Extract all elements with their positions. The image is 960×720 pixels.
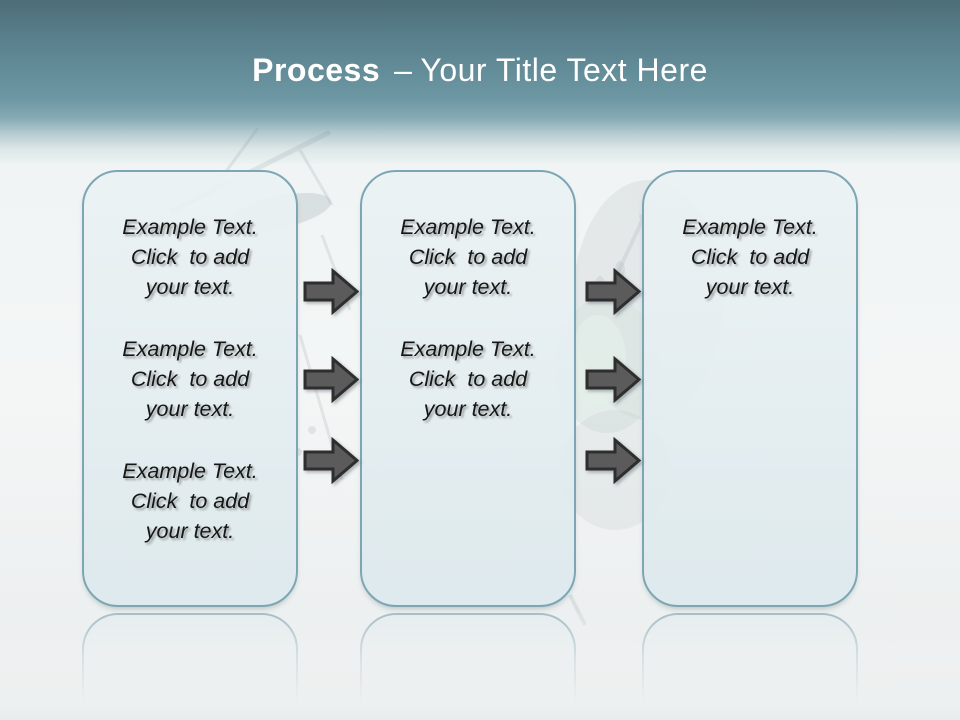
text-placeholder[interactable]: Example Text. Click to add your text.	[400, 215, 536, 299]
title-separator: –	[394, 52, 413, 88]
process-box-3[interactable]: Example Text. Click to add your text.	[642, 170, 858, 607]
process-box-2[interactable]: Example Text. Click to add your text. Ex…	[360, 170, 576, 607]
right-arrow-icon	[303, 356, 359, 403]
right-arrow-icon	[303, 437, 359, 484]
text-placeholder[interactable]: Example Text. Click to add your text.	[400, 337, 536, 421]
right-arrow-icon	[585, 268, 641, 315]
page-title[interactable]: Process–Your Title Text Here	[0, 52, 960, 89]
text-placeholder[interactable]: Example Text. Click to add your text.	[122, 215, 258, 299]
right-arrow-icon	[303, 268, 359, 315]
text-placeholder[interactable]: Example Text. Click to add your text.	[122, 337, 258, 421]
process-box-1[interactable]: Example Text. Click to add your text. Ex…	[82, 170, 298, 607]
text-placeholder[interactable]: Example Text. Click to add your text.	[682, 215, 818, 299]
right-arrow-icon	[585, 437, 641, 484]
title-keyword: Process	[252, 52, 381, 88]
title-text: Your Title Text Here	[420, 52, 708, 88]
right-arrow-icon	[585, 356, 641, 403]
header-band	[0, 0, 960, 164]
text-placeholder[interactable]: Example Text. Click to add your text.	[122, 459, 258, 543]
